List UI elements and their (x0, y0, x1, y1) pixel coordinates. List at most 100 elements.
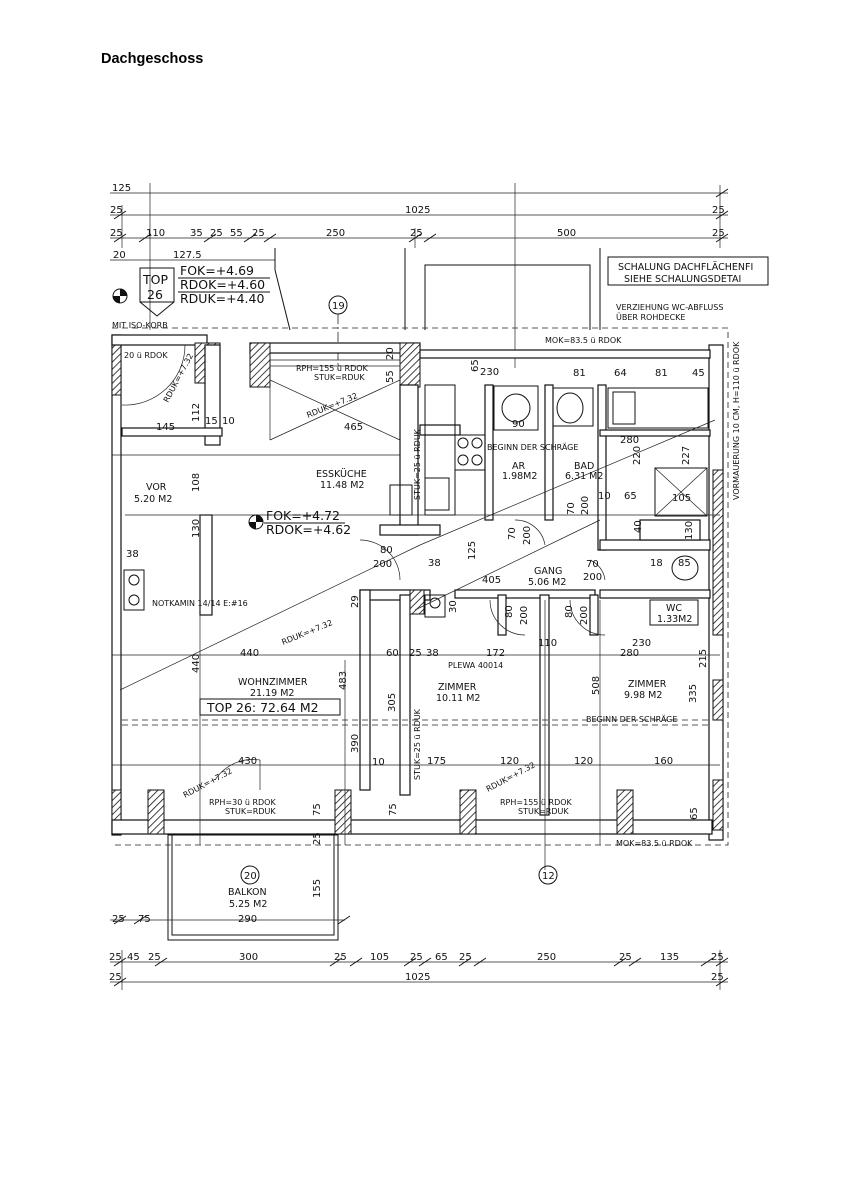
dim-230b: 230 (632, 638, 651, 649)
dim-bot2-1: 1025 (405, 972, 430, 983)
dim-440v: 440 (191, 654, 202, 673)
chimney-icon (123, 569, 145, 611)
stuk-wohn: STUK=RDUK (225, 807, 276, 816)
rph-top: RPH=155 ü RDOK (296, 364, 369, 373)
room-wc-area: 1.33M2 (657, 614, 692, 625)
shower-icon (654, 467, 708, 517)
room-ess-name: ESSKÜCHE (316, 469, 367, 480)
dim-65a: 65 (470, 359, 481, 372)
dim-108: 108 (191, 473, 202, 492)
dim-65c: 65 (689, 807, 700, 820)
axis-12-marker (538, 865, 558, 885)
room-balkon-name: BALKON (228, 887, 267, 898)
dim-120a: 120 (500, 756, 519, 767)
dim-200b: 200 (522, 526, 533, 545)
dim-127-5: 127.5 (173, 250, 202, 261)
level-fok: FOK=+4.69 (180, 263, 254, 278)
dim-70a: 70 (507, 527, 518, 540)
level-rduk: RDUK=+4.40 (180, 291, 264, 306)
top-dimension-lines: 125 25 1025 25 25 110 35 25 55 25 250 25… (110, 183, 728, 368)
dim-38a: 38 (126, 549, 139, 560)
axis-12-label: 12 (542, 871, 555, 882)
interior-walls (121, 344, 711, 816)
stove-icon (454, 434, 486, 471)
rph-zimmer: RPH=155 ü RDOK (500, 798, 573, 807)
rduk-1: RDUK=+7.32 (305, 391, 358, 420)
dim-45: 45 (692, 368, 705, 379)
beginn-schraege-1: BEGINN DER SCHRÄGE (487, 442, 578, 452)
bathtub-icon (607, 387, 709, 429)
dim-125: 125 (112, 183, 131, 194)
dim-230a: 230 (480, 367, 499, 378)
room-zimmer2-area: 9.98 M2 (624, 690, 662, 701)
dim-200e: 200 (519, 606, 530, 625)
dim-430: 430 (238, 756, 257, 767)
dim-20: 20 (113, 250, 126, 261)
room-wohn-name: WOHNZIMMER (238, 677, 308, 688)
dim-top3-8: 500 (557, 228, 576, 239)
beginn-schraege-2: BEGINN DER SCHRÄGE (586, 714, 677, 724)
dim-112: 112 (191, 403, 202, 422)
dimension-ticks (113, 188, 729, 987)
dim-75a: 75 (312, 803, 323, 816)
dim-bot-11: 135 (660, 952, 679, 963)
room-vor-area: 5.20 M2 (134, 494, 172, 505)
room-wohn-area: 21.19 M2 (250, 688, 294, 699)
doors (121, 344, 606, 790)
dim-25-left: 25 (110, 205, 123, 216)
plewa-note: PLEWA 40014 (448, 661, 503, 670)
center-level: FOK=+4.72 RDOK=+4.62 (248, 508, 351, 537)
dim-bot-5: 105 (370, 952, 389, 963)
dim-40: 40 (633, 520, 644, 533)
dim-bot-0: 25 (109, 952, 122, 963)
room-zimmer1-area: 10.11 M2 (436, 693, 480, 704)
axis-20-label: 20 (244, 871, 257, 882)
room-bad-area: 6.31 M2 (565, 471, 603, 482)
dim-top3-2: 35 (190, 228, 203, 239)
dim-105: 105 (672, 493, 691, 504)
dim-160: 160 (654, 756, 673, 767)
dim-81b: 81 (655, 368, 668, 379)
room-labels: VOR 5.20 M2 ESSKÜCHE 11.48 M2 AR 1.98M2 … (134, 461, 699, 716)
dim-15: 15 (205, 416, 218, 427)
schalung-note: SCHALUNG DACHFLÄCHENFI SIEHE SCHALUNGSDE… (607, 256, 769, 286)
room-ar-name: AR (512, 461, 525, 472)
room-gang-area: 5.06 M2 (528, 577, 566, 588)
dim-64: 64 (614, 368, 627, 379)
reference-lines (112, 419, 720, 870)
dim-top3-7: 25 (410, 228, 423, 239)
room-zimmer2-name: ZIMMER (628, 679, 667, 690)
dim-bot-6: 25 (410, 952, 423, 963)
bottom-dimension-lines: 25 45 25 300 25 105 25 65 25 250 25 135 … (109, 950, 728, 990)
kitchen-sink-icon (424, 477, 450, 511)
room-balkon-area: 5.25 M2 (229, 899, 267, 910)
dim-10b: 10 (598, 491, 611, 502)
dim-bot-8: 25 (459, 952, 472, 963)
dim-200f: 200 (579, 606, 590, 625)
level-top-label: TOP (142, 272, 168, 287)
dim-top3-5: 25 (252, 228, 265, 239)
room-zimmer1-name: ZIMMER (438, 682, 477, 693)
dim-bot2-2: 25 (711, 972, 724, 983)
dim-25-right: 25 (712, 205, 725, 216)
dim-200c: 200 (580, 496, 591, 515)
stuk-rduk-v1: STUK=25 ü RDUK (413, 428, 422, 500)
toilet-icon (671, 555, 699, 581)
dim-80: 80 (380, 545, 393, 556)
dim-1025-top: 1025 (405, 205, 430, 216)
dim-440: 440 (240, 648, 259, 659)
dim-508: 508 (591, 676, 602, 695)
verziehung-line1: VERZIEHUNG WC-ABFLUSS (616, 303, 723, 312)
room-vor-name: VOR (146, 482, 167, 493)
roof-20-note: 20 ü RDOK (124, 351, 168, 360)
dim-70c: 70 (586, 559, 599, 570)
rduk-4: RDUK=+7.32 (182, 766, 234, 799)
dim-top3-4: 55 (230, 228, 243, 239)
room-gang-name: GANG (534, 566, 562, 577)
room-wc-name: WC (666, 603, 682, 614)
dim-18: 18 (650, 558, 663, 569)
dim-bot-7: 65 (435, 952, 448, 963)
dim-bot-2: 25 (148, 952, 161, 963)
dim-10: 10 (222, 416, 235, 427)
dim-60: 60 (386, 648, 399, 659)
